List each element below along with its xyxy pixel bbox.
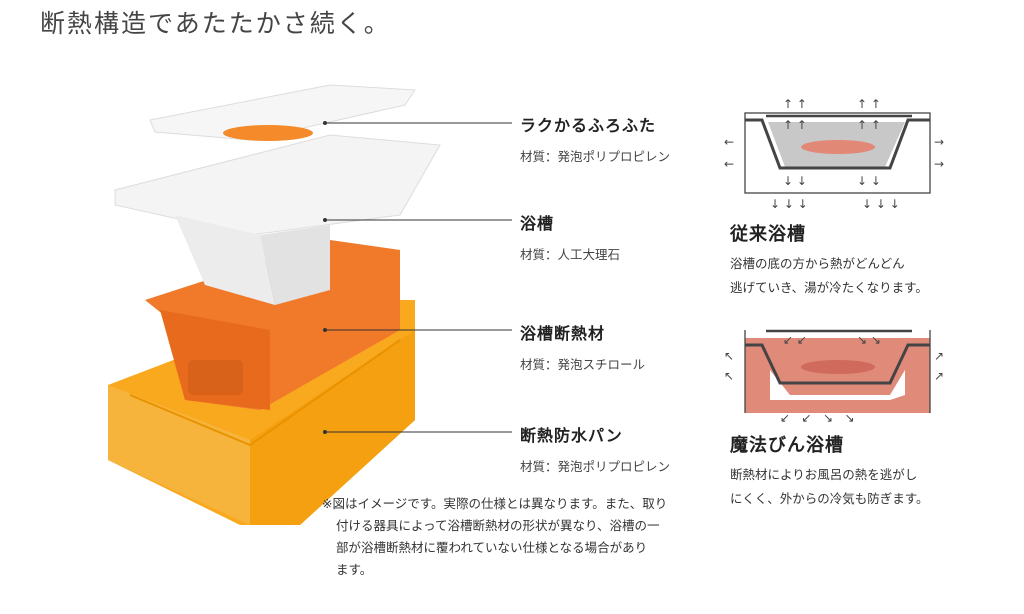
svg-text:→: → [934,157,944,171]
caption-text: 断熱材によりお風呂の熱を逃がし [730,467,918,482]
svg-text:↑ ↑: ↑ ↑ [857,97,881,111]
caption-title: 従来浴槽 [730,224,806,245]
svg-text:↓ ↓ ↓: ↓ ↓ ↓ [862,197,900,211]
bathtub-illustration [114,134,441,305]
part-name: 浴槽 [520,214,555,233]
svg-text:↑ ↑: ↑ ↑ [783,118,807,132]
leader-lines [325,122,512,433]
svg-text:↓ ↓ ↓: ↓ ↓ ↓ [770,197,808,211]
svg-text:←: ← [724,135,734,149]
part-material: 材質：人工大理石 [520,247,621,262]
svg-text:↓ ↓: ↓ ↓ [783,174,807,188]
svg-text:↖: ↖ [724,369,734,383]
svg-text:↗: ↗ [934,369,944,383]
svg-text:↖: ↖ [724,349,734,363]
part-material: 材質：発泡スチロール [520,357,646,372]
part-label-insulation: 浴槽断熱材 材質：発泡スチロール [520,320,645,373]
svg-text:↗: ↗ [934,349,944,363]
caption-text: にくく、外からの冷気も防ぎます。 [730,491,929,506]
conventional-tub-diagram: ↑ ↑ ↑ ↑ ↑ ↑ ↑ ↑ ← ← → → ↓ ↓ ↓ ↓ ↓ ↓ ↓ ↓ ↓ ↓ [724,97,944,211]
thermos-tub-diagram: ↙ ↙ ↘ ↘ ↖ ↖ ↗ ↗ ↙ ↙ ↘ ↘ [724,329,944,425]
note-line: ※図はイメージです。実際の仕様とは異なります。また、取り [322,496,668,511]
part-name: 浴槽断熱材 [520,324,606,343]
svg-text:↘ ↘: ↘ ↘ [857,333,881,347]
note-line: ます。 [336,562,373,577]
thermos-tub-caption: 魔法びん浴槽 断熱材によりお風呂の熱を逃がしにくく、外からの冷気も防ぎます。 [730,431,929,511]
conventional-tub-caption: 従来浴槽 浴槽の底の方から熱がどんどん逃げていき、湯が冷たくなります。 [730,220,928,300]
bath-lid-illustration [149,84,416,141]
part-label-pan: 断熱防水パン 材質：発泡ポリプロピレン [520,422,670,475]
part-name: 断熱防水パン [520,426,623,445]
note-line: 部が浴槽断熱材に覆われていない仕様となる場合があり [336,540,648,555]
svg-text:↓ ↓: ↓ ↓ [857,174,881,188]
part-material: 材質：発泡ポリプロピレン [520,149,671,164]
part-name: ラクかるふろふた [520,116,657,135]
part-material: 材質：発泡ポリプロピレン [520,459,671,474]
part-label-lid: ラクかるふろふた 材質：発泡ポリプロピレン [520,112,670,165]
caption-title: 魔法びん浴槽 [730,435,844,456]
svg-text:←: ← [724,157,734,171]
note-line: 付ける器具によって浴槽断熱材の形状が異なり、浴槽の一 [336,518,660,533]
svg-text:↙ ↙ ↘ ↘: ↙ ↙ ↘ ↘ [780,411,855,425]
svg-text:→: → [934,135,944,149]
svg-text:↑ ↑: ↑ ↑ [783,97,807,111]
caption-text: 逃げていき、湯が冷たくなります。 [730,280,928,295]
caption-text: 浴槽の底の方から熱がどんどん [730,256,905,271]
page-title: 断熱構造であたたかさ続く。 [40,9,391,38]
part-label-tub: 浴槽 材質：人工大理石 [520,210,620,263]
disclaimer-note: ※図はイメージです。実際の仕様とは異なります。また、取り 付ける器具によって浴槽… [322,493,712,581]
svg-text:↙ ↙: ↙ ↙ [783,333,807,347]
svg-text:↑ ↑: ↑ ↑ [857,118,881,132]
